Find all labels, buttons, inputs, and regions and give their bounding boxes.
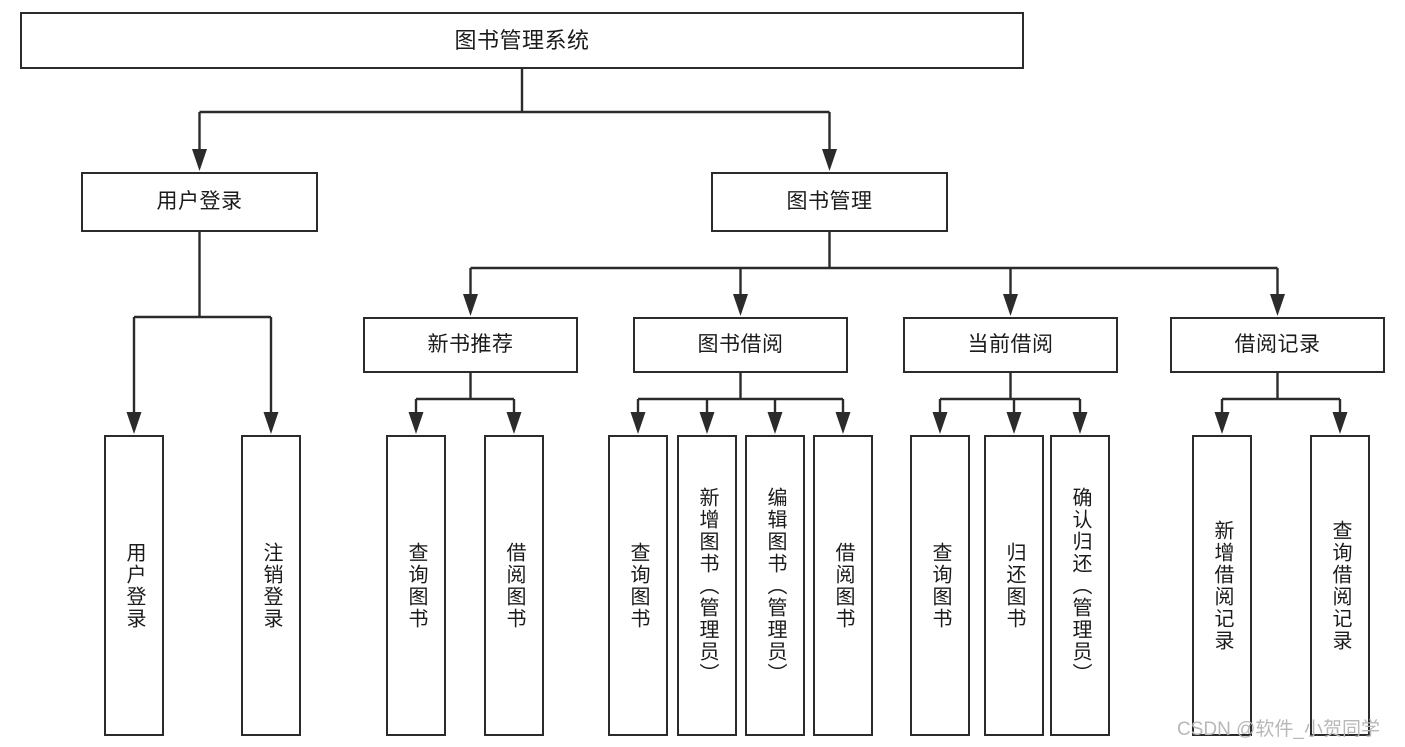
node-current-borrow[interactable]: 当前借阅	[903, 317, 1118, 373]
node-label: 用户登录	[123, 541, 145, 630]
node-leaf-cb-confirm[interactable]: 确认归还（管理员）	[1050, 435, 1110, 736]
node-leaf-user-logout[interactable]: 注销登录	[241, 435, 301, 736]
node-leaf-bb-edit[interactable]: 编辑图书（管理员）	[745, 435, 805, 736]
node-label: 新书推荐	[427, 332, 514, 356]
node-book-mgmt[interactable]: 图书管理	[711, 172, 948, 232]
node-leaf-cb-query[interactable]: 查询图书	[910, 435, 970, 736]
node-label: 归还图书	[1003, 541, 1025, 630]
node-label: 查询图书	[627, 541, 649, 630]
node-label: 确认归还（管理员）	[1069, 486, 1091, 685]
node-label: 图书管理	[786, 189, 873, 213]
node-leaf-bb-query[interactable]: 查询图书	[608, 435, 668, 736]
node-label: 注销登录	[260, 541, 282, 630]
node-label: 当前借阅	[967, 332, 1054, 356]
node-leaf-bb-add[interactable]: 新增图书（管理员）	[677, 435, 737, 736]
node-label: 编辑图书（管理员）	[764, 486, 786, 685]
node-label: 借阅图书	[832, 541, 854, 630]
node-leaf-rec-query[interactable]: 查询图书	[386, 435, 446, 736]
node-label: 用户登录	[156, 189, 243, 213]
node-label: 新增图书（管理员）	[696, 486, 718, 685]
node-leaf-rec-borrow[interactable]: 借阅图书	[484, 435, 544, 736]
watermark: CSDN @软件_小贺同学	[1177, 719, 1380, 740]
node-label: 查询借阅记录	[1329, 519, 1351, 652]
node-label: 新增借阅记录	[1211, 519, 1233, 652]
node-label: 借阅记录	[1234, 332, 1321, 356]
node-leaf-cb-return[interactable]: 归还图书	[984, 435, 1044, 736]
node-user-login[interactable]: 用户登录	[81, 172, 318, 232]
node-label: 借阅图书	[503, 541, 525, 630]
node-borrow-record[interactable]: 借阅记录	[1170, 317, 1385, 373]
node-label: 查询图书	[929, 541, 951, 630]
node-leaf-br-add[interactable]: 新增借阅记录	[1192, 435, 1252, 736]
node-new-book-rec[interactable]: 新书推荐	[363, 317, 578, 373]
node-leaf-user-login[interactable]: 用户登录	[104, 435, 164, 736]
node-label: 查询图书	[405, 541, 427, 630]
node-leaf-bb-borrow[interactable]: 借阅图书	[813, 435, 873, 736]
node-label: 图书管理系统	[454, 27, 590, 53]
node-book-borrow[interactable]: 图书借阅	[633, 317, 848, 373]
node-root[interactable]: 图书管理系统	[20, 12, 1024, 69]
node-label: 图书借阅	[697, 332, 784, 356]
node-leaf-br-query[interactable]: 查询借阅记录	[1310, 435, 1370, 736]
